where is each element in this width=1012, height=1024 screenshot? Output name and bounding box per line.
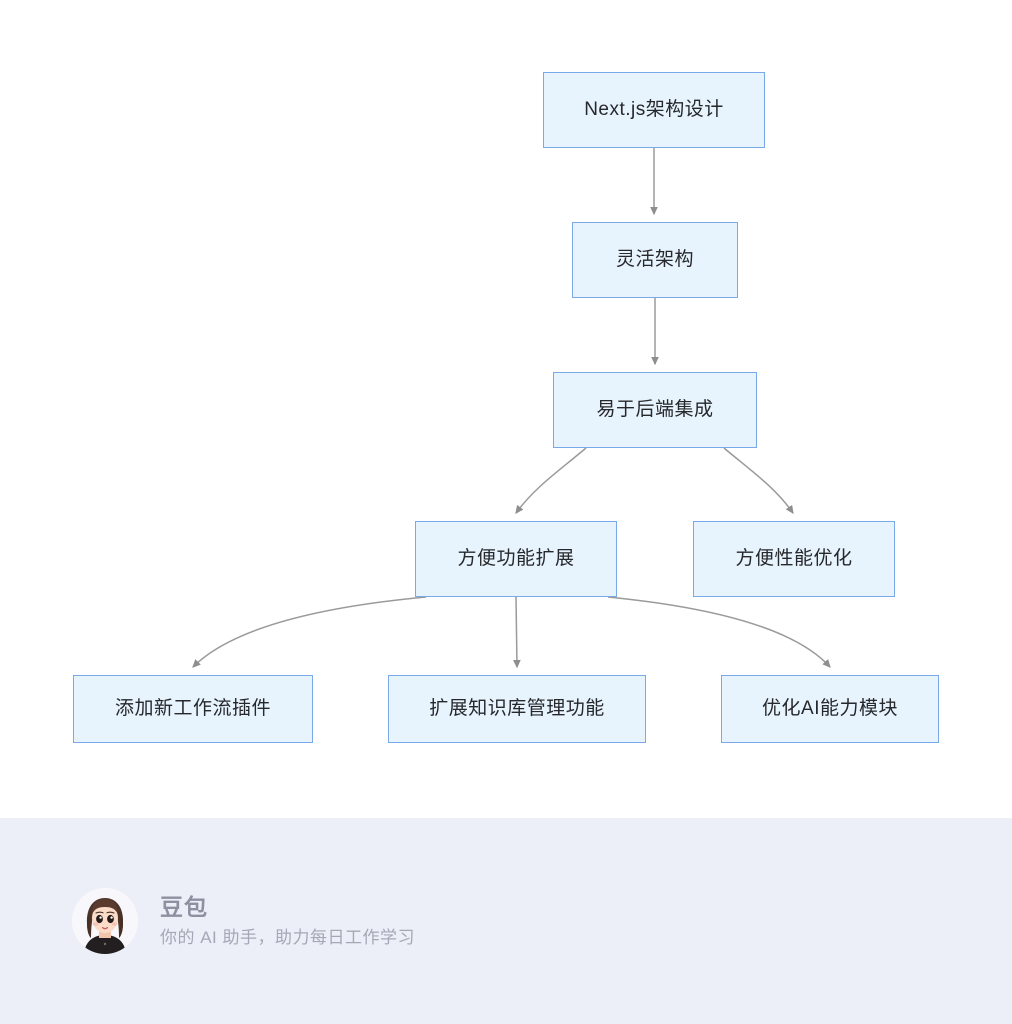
flowchart-node-n3[interactable]: 易于后端集成 xyxy=(553,372,757,448)
edge-n4-n8 xyxy=(607,596,831,668)
flowchart-node-n8[interactable]: 优化AI能力模块 xyxy=(721,675,939,743)
edge-n3-n5 xyxy=(723,447,794,514)
edge-n4-n6 xyxy=(192,596,427,668)
brand-name: 豆包 xyxy=(160,894,208,921)
edge-n4-n7 xyxy=(512,596,521,669)
flowchart-node-n7[interactable]: 扩展知识库管理功能 xyxy=(388,675,646,743)
flowchart-canvas: Next.js架构设计 灵活架构 易于后端集成 方便功能扩展 方便性能优化 添加… xyxy=(73,72,939,743)
flowchart-node-n6[interactable]: 添加新工作流插件 xyxy=(73,675,313,743)
flowchart-node-n4[interactable]: 方便功能扩展 xyxy=(415,521,617,597)
edge-n3-n4 xyxy=(515,447,587,514)
flowchart-node-n1[interactable]: Next.js架构设计 xyxy=(543,72,765,148)
avatar xyxy=(72,888,138,954)
brand-text-block: 豆包 你的 AI 助手，助力每日工作学习 xyxy=(160,893,415,949)
flowchart-node-n5[interactable]: 方便性能优化 xyxy=(693,521,895,597)
brand-tagline: 你的 AI 助手，助力每日工作学习 xyxy=(160,927,416,947)
flowchart-node-n2[interactable]: 灵活架构 xyxy=(572,222,738,298)
footer-brand-bar: 豆包 你的 AI 助手，助力每日工作学习 xyxy=(0,818,1012,1024)
